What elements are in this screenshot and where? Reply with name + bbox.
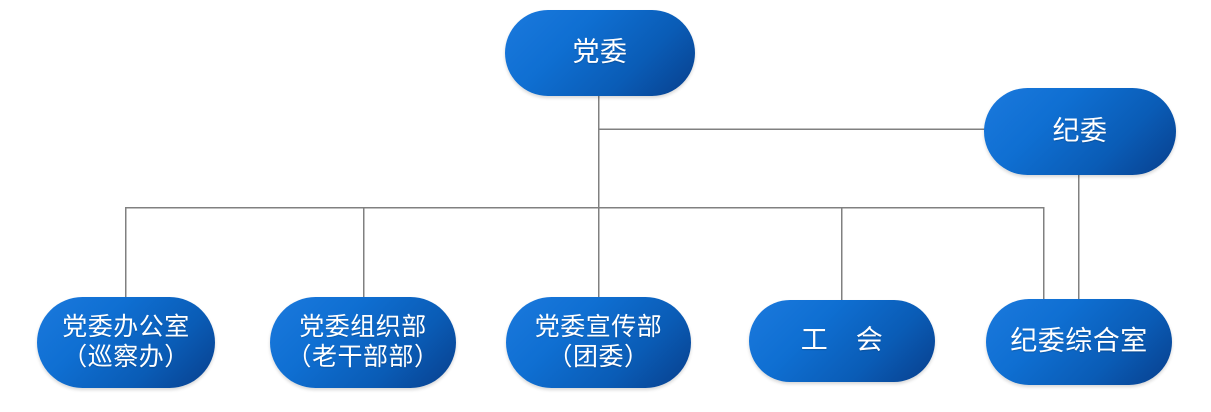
node-leaf-labor-union[interactable]: 工 会 (749, 300, 935, 382)
node-leaf-label-4: 工 会 (800, 325, 884, 356)
node-leaf-label-3: 党委宣传部 （团委） (534, 314, 663, 371)
node-leaf-publicity-department[interactable]: 党委宣传部 （团委） (506, 297, 691, 388)
node-leaf-label-1: 党委办公室 （巡察办） (62, 314, 190, 371)
node-leaf-discipline-general-office[interactable]: 纪委综合室 (986, 299, 1172, 385)
node-branch-label: 纪委 (1052, 115, 1108, 146)
node-root-party-committee[interactable]: 党委 (505, 10, 695, 96)
node-leaf-label-2: 党委组织部 （老干部部） (286, 314, 440, 371)
node-leaf-party-office[interactable]: 党委办公室 （巡察办） (37, 297, 215, 388)
node-root-label: 党委 (572, 37, 628, 68)
node-leaf-organization-department[interactable]: 党委组织部 （老干部部） (270, 297, 456, 388)
node-branch-discipline-committee[interactable]: 纪委 (984, 88, 1176, 175)
node-leaf-label-5: 纪委综合室 (1010, 326, 1148, 357)
